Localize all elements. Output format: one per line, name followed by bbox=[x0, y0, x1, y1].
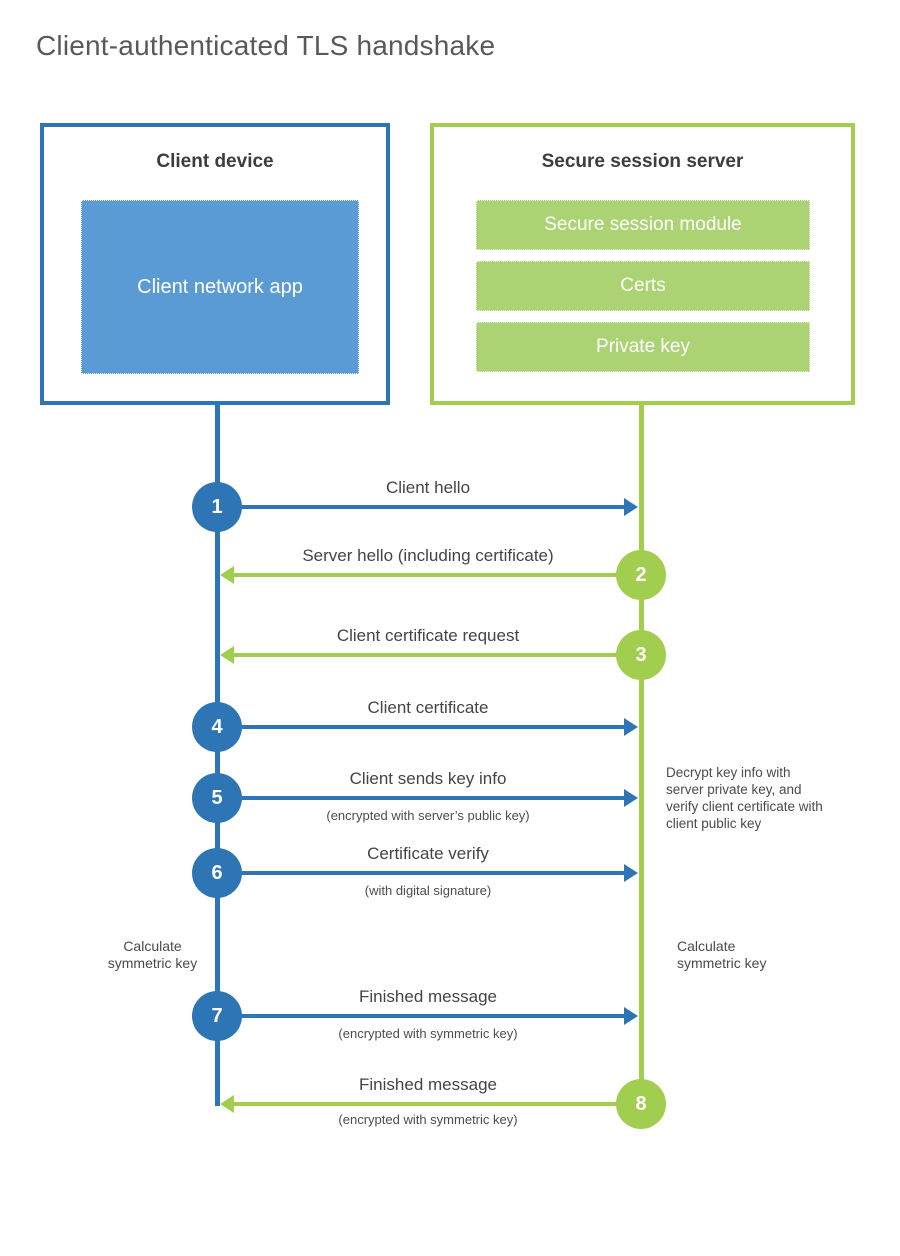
step-circle-4: 4 bbox=[192, 702, 242, 752]
step-number-1: 1 bbox=[211, 495, 223, 518]
step-label-3: Client certificate request bbox=[336, 626, 520, 645]
client-device-box: Client device Client network app bbox=[40, 123, 390, 405]
arrow-right-step-5 bbox=[242, 789, 638, 807]
arrow-left-step-2 bbox=[220, 566, 617, 584]
server-title: Secure session server bbox=[541, 151, 744, 172]
server-box: Secure session server Secure session mod… bbox=[430, 123, 855, 405]
step-label-7: Finished message bbox=[359, 987, 497, 1006]
step-number-3: 3 bbox=[635, 643, 647, 666]
step-number-7: 7 bbox=[211, 1004, 223, 1027]
arrow-right-step-1 bbox=[242, 498, 638, 516]
server-module-certs: Certs bbox=[476, 261, 810, 311]
arrow-left-step-3 bbox=[220, 646, 617, 664]
step-circle-2: 2 bbox=[616, 550, 666, 600]
step-number-6: 6 bbox=[211, 861, 223, 884]
step-circle-5: 5 bbox=[192, 773, 242, 823]
server-module-private-key: Private key bbox=[476, 322, 810, 372]
annotation-calculate-symmetric-key-server: Calculate symmetric key bbox=[677, 938, 767, 971]
step-label-5: Client sends key info bbox=[349, 769, 507, 788]
step-circle-1: 1 bbox=[192, 482, 242, 532]
arrow-right-step-7 bbox=[242, 1007, 638, 1025]
step-label-2: Server hello (including certificate) bbox=[302, 546, 554, 565]
step-circle-7: 7 bbox=[192, 991, 242, 1041]
step-sub-5: (encrypted with server’s public key) bbox=[326, 808, 530, 823]
step-label-8: Finished message bbox=[359, 1075, 497, 1094]
arrow-right-step-6 bbox=[242, 864, 638, 882]
step-number-5: 5 bbox=[211, 786, 223, 809]
step-circle-3: 3 bbox=[616, 630, 666, 680]
client-device-title: Client device bbox=[156, 151, 274, 172]
step-label-4: Client certificate bbox=[367, 698, 489, 717]
arrow-left-step-8 bbox=[220, 1095, 617, 1113]
step-sub-8: (encrypted with symmetric key) bbox=[338, 1112, 518, 1127]
annotation-calculate-symmetric-key-client: Calculate symmetric key bbox=[107, 938, 198, 971]
server-module-secure-session: Secure session module bbox=[476, 200, 810, 250]
step-number-2: 2 bbox=[635, 563, 647, 586]
arrow-right-step-4 bbox=[242, 718, 638, 736]
step-sub-6: (with digital signature) bbox=[364, 883, 492, 898]
diagram-title: Client-authenticated TLS handshake bbox=[36, 30, 496, 61]
step-circle-6: 6 bbox=[192, 848, 242, 898]
client-network-app-label: Client network app bbox=[137, 276, 303, 298]
step-label-1: Client hello bbox=[385, 478, 471, 497]
step-label-6: Certificate verify bbox=[367, 844, 489, 863]
step-sub-7: (encrypted with symmetric key) bbox=[338, 1026, 518, 1041]
step-circle-8: 8 bbox=[616, 1079, 666, 1129]
step-number-4: 4 bbox=[211, 715, 223, 738]
annotation-decrypt-key-info: Decrypt key info with server private key… bbox=[666, 765, 823, 831]
server-lifeline bbox=[639, 405, 644, 1104]
client-network-app-box: Client network app bbox=[81, 200, 359, 374]
client-lifeline bbox=[215, 405, 220, 1106]
step-number-8: 8 bbox=[635, 1092, 647, 1115]
